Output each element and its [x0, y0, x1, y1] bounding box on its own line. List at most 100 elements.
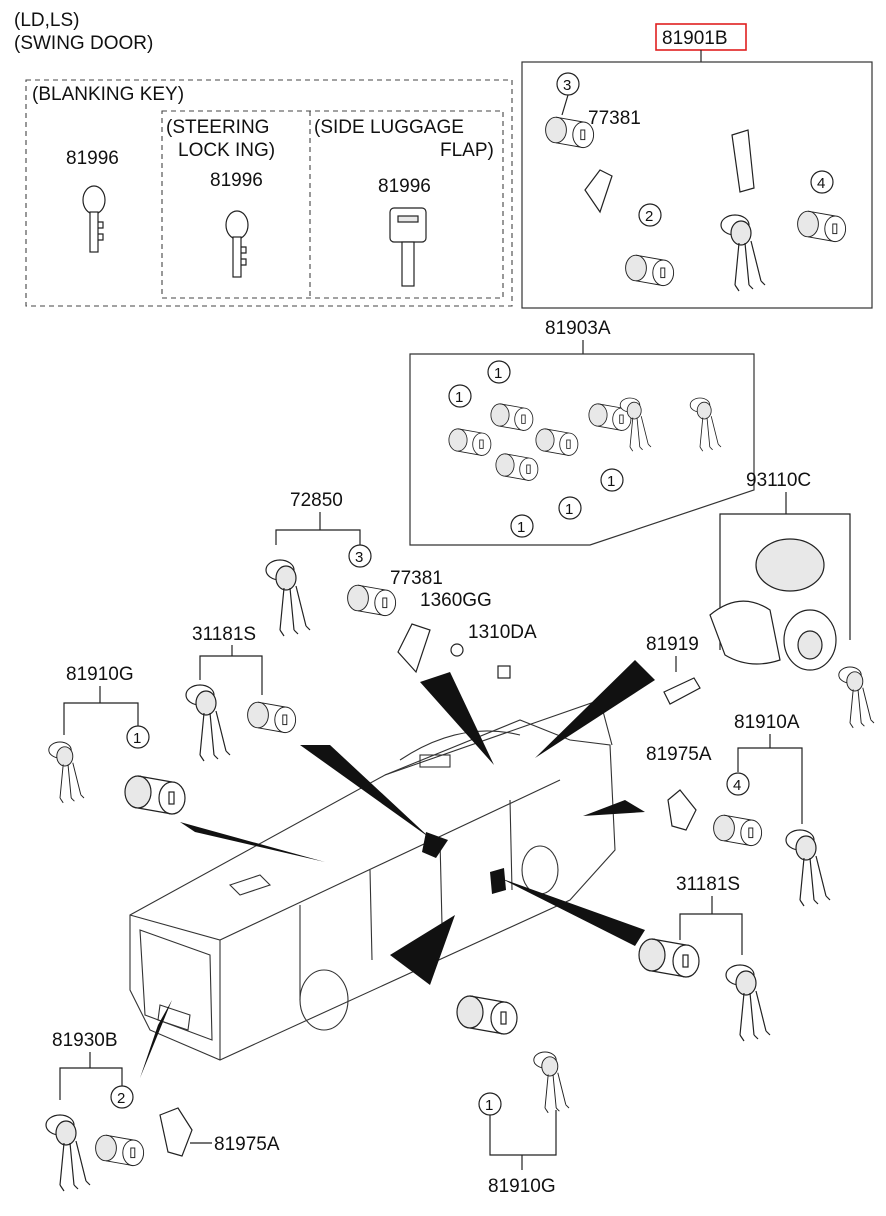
label-1360gg: 1360GG [420, 590, 492, 611]
steering-key-icon [225, 210, 249, 278]
lock-marker-side [422, 832, 448, 858]
cylinder-81910a [713, 814, 763, 847]
callout-81930b [110, 1085, 134, 1109]
label-31181s-b: 31181S [676, 874, 740, 895]
bolt-81919 [663, 677, 701, 705]
cylinder-72850 [347, 584, 397, 617]
kit-81903a-cylinder-c [535, 428, 579, 456]
kit-81901b-frame [521, 61, 873, 309]
label-1310da: 1310DA [468, 622, 537, 643]
pointer-81910g-b [390, 915, 455, 985]
label-81975a-a: 81975A [646, 744, 712, 765]
kit-81901b-tag [731, 129, 755, 193]
leader-93110c [719, 513, 851, 650]
leader-31181s-b [679, 913, 743, 955]
callout-81930b-text: 2 [117, 1090, 125, 1107]
kit-81903a-part: 81903A [545, 318, 611, 339]
kit-81901b-callout-2 [638, 203, 662, 227]
label-81919: 81919 [646, 634, 699, 655]
label-77381: 77381 [390, 568, 443, 589]
kit-81903a-cylinder-b [490, 403, 534, 431]
label-93110c: 93110C [746, 470, 811, 491]
label-81930b: 81930B [52, 1030, 118, 1051]
blanking-key-frame [25, 79, 513, 307]
luggage-part: 81996 [378, 176, 431, 197]
callout-72850-text: 3 [355, 549, 363, 566]
kit-81903a-callout-1 [487, 360, 511, 384]
pointer-81910g-a [180, 822, 325, 862]
kit-81903a-callout-3-text: 1 [607, 473, 615, 490]
kit-81903a-callout-3 [600, 468, 624, 492]
blanking-key-part: 81996 [66, 148, 119, 169]
label-81910g-b: 81910G [488, 1176, 556, 1197]
kit-81901b-part: 81901B [662, 28, 728, 49]
steering-title-1: (STEERING [166, 117, 269, 138]
kit-81903a-callout-2 [448, 384, 472, 408]
kit-81901b-callout-4 [810, 170, 834, 194]
lock-marker-luggage [490, 868, 506, 894]
callout-81910g-a [126, 725, 150, 749]
blanking-key-inner-frame [161, 110, 504, 299]
bus-illustration [129, 699, 616, 1061]
luggage-title-2: FLAP) [440, 140, 494, 161]
keys-81910g-b [533, 1051, 570, 1114]
keys-81910g-a [48, 741, 85, 804]
kit-81903a-cylinder-d [495, 453, 539, 481]
keys-93110c [838, 666, 875, 729]
kit-81901b-callout-3-text: 3 [563, 77, 571, 94]
keys-31181s-b [725, 964, 771, 1042]
keys-31181s-a [185, 684, 231, 762]
cylinder-31181s-a [247, 701, 297, 734]
callout-72850 [348, 544, 372, 568]
keys-81930b [45, 1114, 91, 1192]
kit-81903a-callout-2-text: 1 [455, 389, 463, 406]
kit-81901b-cylinder-3 [545, 116, 595, 149]
pointer-81930b [140, 1000, 172, 1078]
header-line-1: (LD,LS) [14, 10, 79, 31]
kit-81903a-cylinder-a [448, 428, 492, 456]
kit-81901b-callout-3-leader [561, 94, 569, 116]
kit-81901b-cylinder-4 [797, 210, 847, 243]
header-line-2: (SWING DOOR) [14, 33, 153, 54]
label-81910a: 81910A [734, 712, 800, 733]
leader-81910g-b [489, 1110, 557, 1156]
keys-72850 [265, 559, 311, 637]
steering-title-2: LOCK ING) [178, 140, 275, 161]
washer-1360gg [450, 643, 464, 657]
luggage-title-1: (SIDE LUGGAGE [314, 117, 464, 138]
callout-81910a [726, 772, 750, 796]
cylinder-31181s-b [638, 938, 700, 978]
kit-81901b-callout-2-text: 2 [645, 208, 653, 225]
kit-81903a-callout-1-text: 1 [494, 365, 502, 382]
kit-81903a-callout-4-text: 1 [565, 501, 573, 518]
kit-81903a-callout-5 [510, 514, 534, 538]
label-81975a-b: 81975A [214, 1134, 280, 1155]
pointer-31181s-b [500, 878, 645, 946]
kit-81901b-subpart: 77381 [588, 108, 641, 129]
steering-part: 81996 [210, 170, 263, 191]
kit-81901b-keys [720, 214, 766, 292]
nut-1310da [497, 665, 511, 679]
clip-81975a-a [667, 789, 697, 831]
cylinder-81910g-b [456, 995, 518, 1035]
callout-81910g-a-text: 1 [133, 730, 141, 747]
clip-77381 [397, 623, 431, 674]
kit-81901b-callout-4-text: 4 [817, 175, 825, 192]
leader-81930b [59, 1067, 123, 1100]
cylinder-81930b [95, 1134, 145, 1167]
pointer-31181s-a [300, 745, 430, 838]
callout-81910g-b-text: 1 [485, 1097, 493, 1114]
clip-81975a-b [159, 1107, 193, 1157]
kit-81903a-callout-5-text: 1 [517, 519, 525, 536]
pointer-93110c [535, 660, 655, 758]
leader-81910g-a [63, 702, 139, 735]
label-31181s-a: 31181S [192, 624, 256, 645]
cylinder-81910g-a [124, 775, 186, 815]
kit-81903a-keys-b [689, 397, 722, 452]
pointer-77381 [420, 672, 494, 765]
blanking-key-icon [82, 185, 106, 253]
label-81910g-a: 81910G [66, 664, 134, 685]
luggage-key-icon [389, 207, 427, 287]
leader-31181s-a [199, 655, 263, 695]
